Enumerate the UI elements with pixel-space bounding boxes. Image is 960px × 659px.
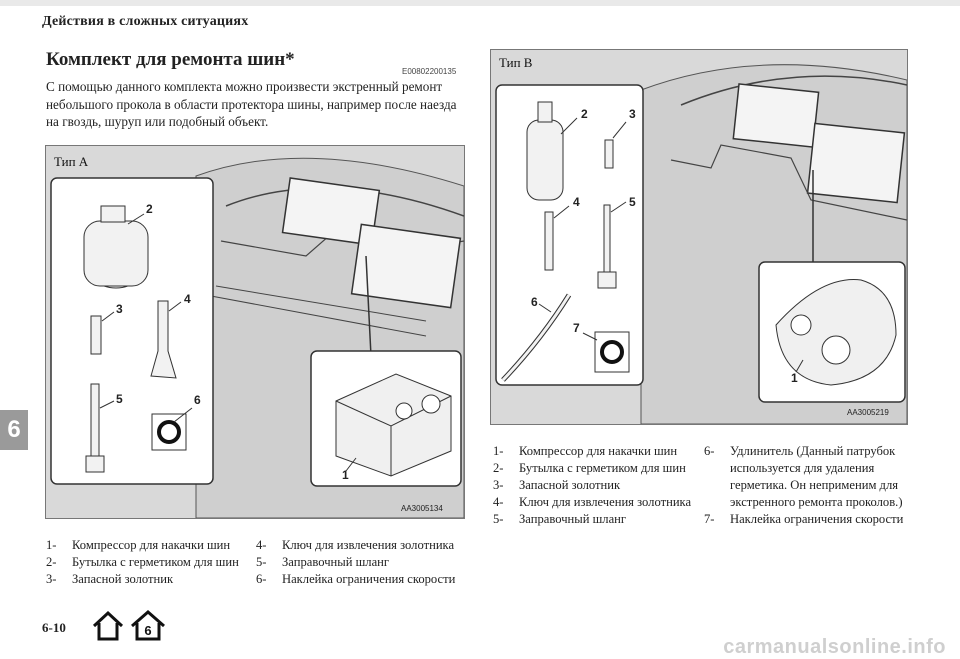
header-bar [0,0,960,6]
callout-b-5: 5 [629,195,636,209]
item-number: 1- [493,444,504,458]
list-item: 5- Заправочный шланг [256,554,471,571]
item-number: 5- [256,555,267,569]
item-number: 2- [46,555,57,569]
item-number: 3- [493,478,504,492]
legend-b-right: 6- Удлинитель (Данный патрубок использует… [704,443,919,528]
callout-b-3: 3 [629,107,636,121]
figure-type-b: 2 3 4 5 6 7 1 Тип B AA3005219 [490,49,908,425]
item-number: 5- [493,512,504,526]
callout-a-1: 1 [342,468,349,482]
item-number: 1- [46,538,57,552]
callout-b-1: 1 [791,371,798,385]
figure-b-label: Тип B [499,55,533,70]
item-number: 7- [704,512,715,526]
chapter-tab: 6 [0,410,28,450]
figure-type-a-illustration: 2 3 4 5 6 1 [50,157,464,518]
item-text: Наклейка ограничения скорости [282,572,456,586]
list-item: 3- Запасной золотник [493,477,698,494]
item-number: 6- [704,444,715,458]
item-text: Ключ для извлечения золотника [282,538,455,552]
item-number: 6- [256,572,267,586]
item-text: Ключ для извлечения золотника [519,495,692,509]
figure-a-label: Тип A [54,154,89,169]
chapter-home-icon-label: 6 [144,623,151,638]
callout-b-2: 2 [581,107,588,121]
callout-b-6: 6 [531,295,538,309]
list-item: 2- Бутылка с герметиком для шин [493,460,698,477]
legend-b-left: 1- Компрессор для накачки шин 2- Бутылка с… [493,443,698,528]
item-text: Заправочный шланг [282,555,390,569]
figure-b-code: AA3005219 [847,408,889,417]
legend-a-left: 1- Компрессор для накачки шин 2- Бутылка с… [46,537,246,588]
list-item: 1- Компрессор для накачки шин [46,537,246,554]
page-number: 6-10 [42,620,66,635]
list-item: 4- Ключ для извлечения золотника [493,494,698,511]
list-item: 2- Бутылка с герметиком для шин [46,554,246,571]
legend-a-right: 4- Ключ для извлечения золотника 5- Заправ… [256,537,471,588]
callout-a-4: 4 [184,292,191,306]
list-item: 6- Наклейка ограничения скорости [256,571,471,588]
section-code: E00802200135 [402,67,457,76]
list-item: 7- Наклейка ограничения скорости [704,511,919,528]
list-item: 5- Заправочный шланг [493,511,698,528]
item-number: 3- [46,572,57,586]
list-item: 6- Удлинитель (Данный патрубок использует… [704,443,919,511]
callout-a-6: 6 [194,393,201,407]
intro-text: С помощью данного комплекта можно произв… [46,79,457,129]
callout-a-3: 3 [116,302,123,316]
list-item: 1- Компрессор для накачки шин [493,443,698,460]
item-number: 4- [256,538,267,552]
callout-a-5: 5 [116,392,123,406]
callout-b-7: 7 [573,321,580,335]
watermark: carmanualsonline.info [723,636,946,658]
item-text: Наклейка ограничения скорости [730,512,904,526]
footer-icons: 6 [90,608,180,644]
list-item: 4- Ключ для извлечения золотника [256,537,471,554]
item-number: 2- [493,461,504,475]
chapter-tab-number: 6 [7,416,21,443]
list-item: 3- Запасной золотник [46,571,246,588]
item-text: Компрессор для накачки шин [519,444,678,458]
home-icon[interactable] [92,610,124,641]
item-text: Бутылка с герметиком для шин [519,461,686,475]
item-text: Компрессор для накачки шин [72,538,231,552]
section-title: Комплект для ремонта шин* [46,49,295,70]
chapter-home-icon[interactable]: 6 [131,610,165,641]
callout-b-4: 4 [573,195,580,209]
item-number: 4- [493,495,504,509]
item-text: Заправочный шланг [519,512,627,526]
item-text: Запасной золотник [519,478,621,492]
item-text: Запасной золотник [72,572,174,586]
figure-type-b-illustration: 2 3 4 5 6 7 1 [495,64,907,424]
callout-a-2: 2 [146,202,153,216]
item-text: Бутылка с герметиком для шин [72,555,239,569]
running-title: Действия в сложных ситуациях [42,14,249,29]
item-text: Удлинитель (Данный патрубок используется… [730,444,903,509]
figure-type-a: 2 3 4 5 6 1 Тип A AA3005134 [45,145,465,519]
figure-a-code: AA3005134 [401,504,443,513]
